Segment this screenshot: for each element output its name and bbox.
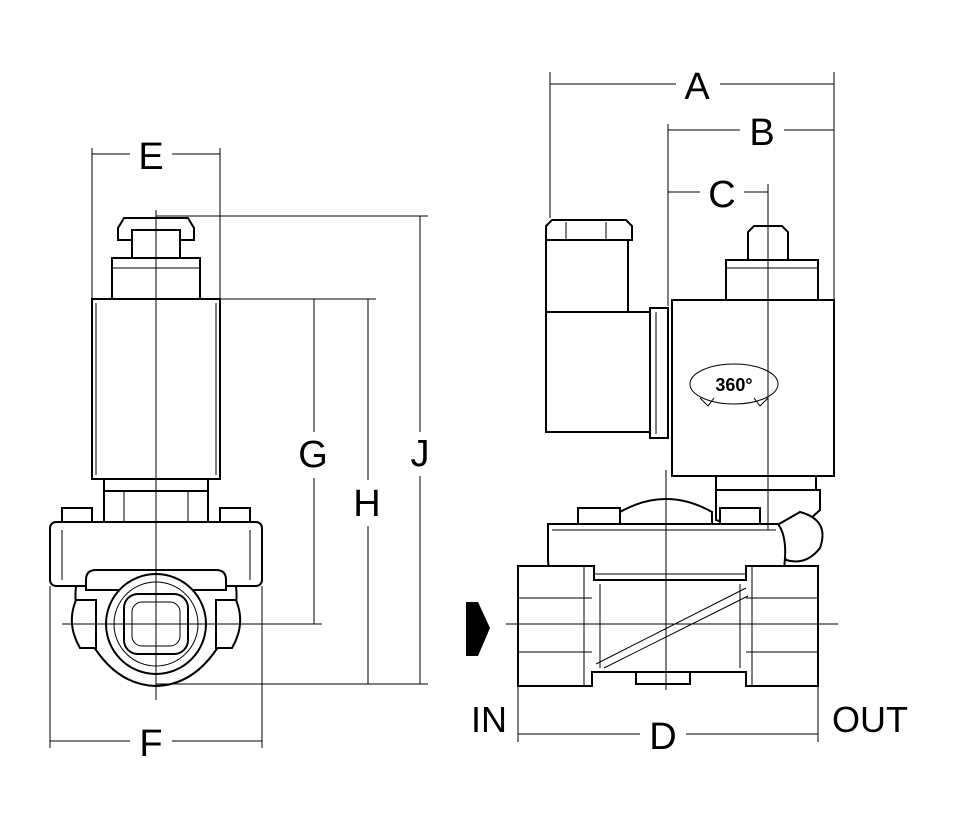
- valve-body: [517, 565, 819, 687]
- dim-label-e: E: [138, 136, 163, 178]
- connector-body: [545, 311, 651, 433]
- dim-label-a: A: [684, 66, 710, 108]
- rotate-right-arrow-icon: [753, 397, 769, 407]
- front-view: 360° A: [466, 66, 908, 758]
- dim-label-g: G: [298, 434, 328, 476]
- flow-in-label: IN: [471, 699, 507, 740]
- dim-label-j: J: [411, 433, 430, 475]
- side-view: E F G H J: [49, 136, 430, 765]
- flow-out-label: OUT: [832, 699, 908, 740]
- coil-body-front: [671, 299, 835, 477]
- rotation-badge-label: 360°: [715, 375, 752, 395]
- top-nut-front: [725, 259, 819, 301]
- dim-label-d: D: [649, 716, 676, 758]
- dim-label-h: H: [353, 483, 380, 525]
- connector-cap: [545, 219, 633, 241]
- dim-label-f: F: [139, 723, 162, 765]
- rotation-badge: [689, 363, 779, 405]
- rotate-left-arrow-icon: [699, 397, 715, 407]
- dim-label-c: C: [708, 174, 735, 216]
- flow-arrow-icon: [466, 602, 490, 656]
- dim-label-b: B: [749, 112, 774, 154]
